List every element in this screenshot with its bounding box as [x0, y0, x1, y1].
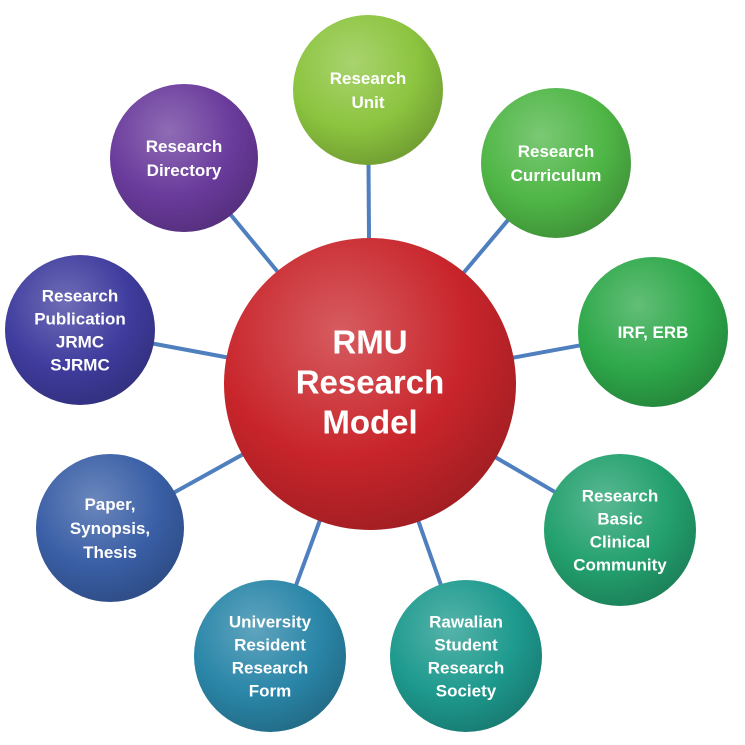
node-label-research-unit-line-1: Research — [330, 69, 407, 88]
node-label-university-resident-research-form-line-4: Form — [249, 681, 292, 700]
node-label-paper-synopsis-thesis-line-2: Synopsis, — [70, 519, 150, 538]
node-label-rawalian-student-research-society-line-4: Society — [436, 681, 497, 700]
connectors — [149, 160, 584, 590]
connector-research-directory — [226, 210, 282, 276]
connector-rawalian-student-research-society — [415, 517, 444, 589]
node-circle-research-curriculum — [481, 88, 631, 238]
center-label-line-1: RMU — [332, 324, 407, 361]
node-label-rawalian-student-research-society-line-2: Student — [434, 635, 498, 654]
node-label-rawalian-student-research-society-line-1: Rawalian — [429, 612, 503, 631]
node-circle-irf-erb — [578, 257, 728, 407]
connector-research-curriculum — [459, 216, 512, 277]
center-circle — [224, 238, 516, 530]
node-label-research-curriculum-line-1: Research — [518, 142, 595, 161]
node-label-university-resident-research-form-line-3: Research — [232, 658, 309, 677]
node-label-research-basic-clinical-community-line-4: Community — [573, 555, 667, 574]
node-label-research-directory-line-2: Directory — [147, 161, 222, 180]
node-circle-research-unit — [293, 15, 443, 165]
node-label-paper-synopsis-thesis-line-1: Paper, — [84, 495, 135, 514]
node-label-irf-erb-line-1: IRF, ERB — [618, 323, 689, 342]
node-label-research-publication-line-2: Publication — [34, 309, 126, 328]
node-label-research-unit-line-2: Unit — [351, 93, 384, 112]
node-label-research-publication-line-1: Research — [42, 286, 119, 305]
connector-research-publication — [149, 341, 231, 360]
node-label-research-publication-line-3: JRMC — [56, 332, 104, 351]
center-label-line-3: Model — [322, 404, 417, 441]
node-label-research-basic-clinical-community-line-3: Clinical — [590, 532, 650, 551]
center-label-line-2: Research — [296, 364, 445, 401]
connector-university-resident-research-form — [292, 516, 323, 590]
node-circle-research-basic-clinical-community — [544, 454, 696, 606]
node-label-paper-synopsis-thesis-line-3: Thesis — [83, 543, 137, 562]
node-circle-research-publication — [5, 255, 155, 405]
node-paper-synopsis-thesis: Paper, Synopsis, Thesis — [36, 454, 184, 602]
node-circle-rawalian-student-research-society — [390, 580, 542, 732]
connector-paper-synopsis-thesis — [170, 451, 247, 496]
node-circle-university-resident-research-form — [194, 580, 346, 732]
connector-irf-erb — [509, 342, 584, 361]
connector-research-unit — [366, 160, 372, 243]
connector-research-basic-clinical-community — [491, 453, 559, 496]
node-label-university-resident-research-form-line-2: Resident — [234, 635, 306, 654]
node-irf-erb: IRF, ERB — [578, 257, 728, 407]
node-circle-research-directory — [110, 84, 258, 232]
node-label-university-resident-research-form-line-1: University — [229, 612, 312, 631]
node-circle-paper-synopsis-thesis — [36, 454, 184, 602]
node-label-rawalian-student-research-society-line-3: Research — [428, 658, 505, 677]
node-label-research-basic-clinical-community-line-2: Basic — [597, 509, 642, 528]
node-label-research-publication-line-4: SJRMC — [50, 355, 110, 374]
node-label-research-directory-line-1: Research — [146, 137, 223, 156]
node-label-research-basic-clinical-community-line-1: Research — [582, 486, 659, 505]
node-label-research-curriculum-line-2: Curriculum — [511, 166, 602, 185]
